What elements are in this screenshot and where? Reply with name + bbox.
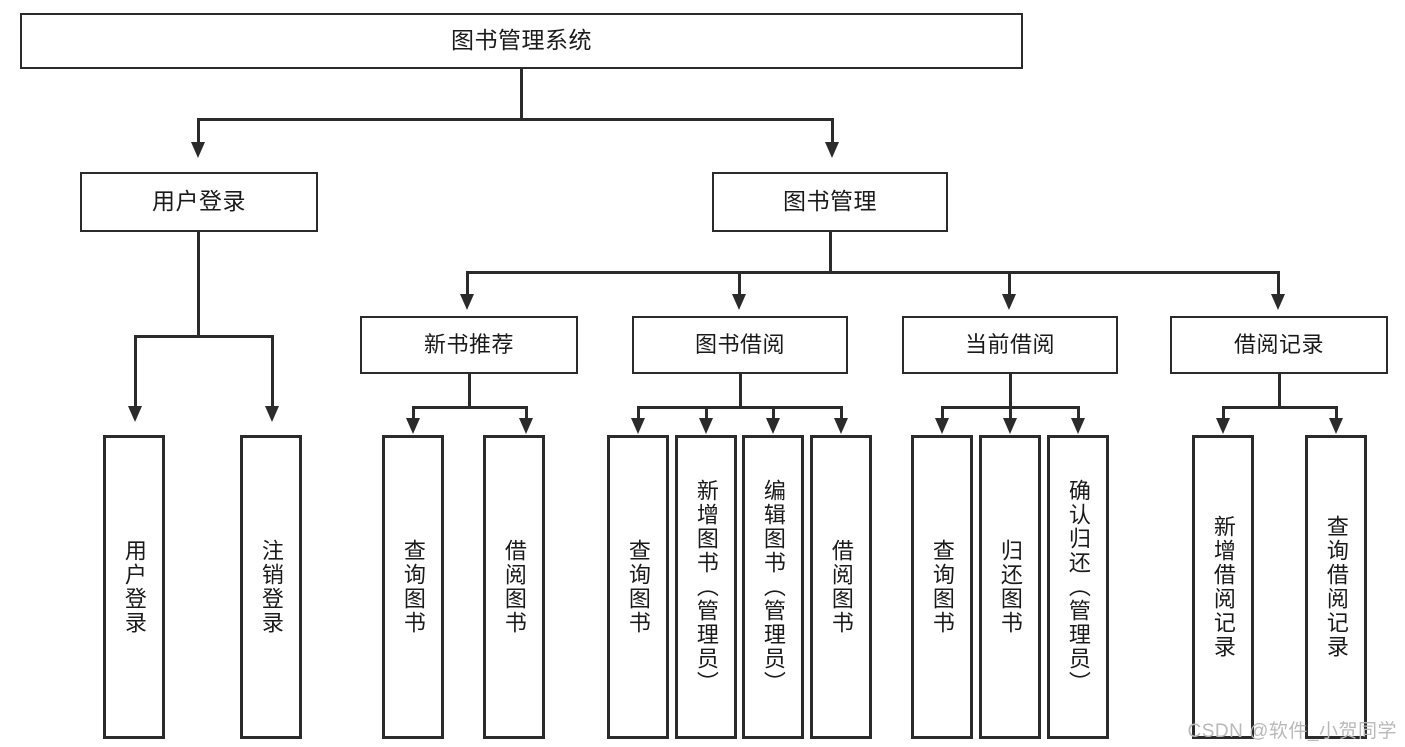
node-leaf-user-login[interactable]: 用户登录 xyxy=(103,435,165,739)
node-label: 归还图书 xyxy=(997,539,1023,635)
node-label: 注销登录 xyxy=(258,539,284,635)
arrowhead-leaf-confirm-return xyxy=(1071,418,1085,434)
node-label: 用户登录 xyxy=(152,188,246,215)
arrowhead-leaf-query-book-3 xyxy=(935,418,949,434)
connector-book-management-bus xyxy=(466,271,1279,274)
connector-user-login-bus xyxy=(134,335,273,338)
node-label: 当前借阅 xyxy=(964,331,1055,357)
node-new-book-recommend[interactable]: 新书推荐 xyxy=(360,316,578,374)
node-leaf-edit-book[interactable]: 编辑图书（管理员） xyxy=(742,435,804,739)
node-label: 新增图书（管理员） xyxy=(693,479,719,695)
connector-cb-leg-1 xyxy=(941,406,944,418)
arrowhead-leaf-edit-book xyxy=(766,418,780,434)
arrowhead-to-borrow-record xyxy=(1271,294,1285,310)
node-leaf-return-book[interactable]: 归还图书 xyxy=(979,435,1041,739)
node-label: 图书管理 xyxy=(783,188,877,215)
connector-user-login-leg-1 xyxy=(134,335,137,406)
arrowhead-to-book-management xyxy=(825,142,839,158)
arrowhead-leaf-query-book-1 xyxy=(406,418,420,434)
node-label: 查询借阅记录 xyxy=(1323,515,1349,659)
connector-br-bus xyxy=(1222,406,1338,409)
node-leaf-borrow-book-2[interactable]: 借阅图书 xyxy=(810,435,872,739)
node-leaf-query-book-1[interactable]: 查询图书 xyxy=(382,435,444,739)
arrowhead-to-book-borrow xyxy=(732,294,746,310)
connector-bm-leg-1 xyxy=(466,271,469,294)
node-label: 新书推荐 xyxy=(423,331,514,357)
connector-cb-stem xyxy=(1009,374,1012,406)
node-book-management[interactable]: 图书管理 xyxy=(712,172,948,232)
connector-bb-leg-2 xyxy=(705,406,708,418)
node-label: 图书管理系统 xyxy=(451,27,592,54)
connector-nbr-leg-1 xyxy=(412,406,415,418)
node-user-login[interactable]: 用户登录 xyxy=(80,172,318,232)
node-leaf-query-book-2[interactable]: 查询图书 xyxy=(607,435,669,739)
arrowhead-leaf-borrow-book-1 xyxy=(519,418,533,434)
node-label: 图书借阅 xyxy=(694,331,785,357)
connector-bm-leg-3 xyxy=(1008,271,1011,294)
node-leaf-query-book-3[interactable]: 查询图书 xyxy=(911,435,973,739)
arrowhead-leaf-add-book xyxy=(699,418,713,434)
arrowhead-to-new-book-recommend xyxy=(460,294,474,310)
connector-nbr-stem xyxy=(468,374,471,406)
arrowhead-leaf-query-record xyxy=(1329,418,1343,434)
node-leaf-add-book[interactable]: 新增图书（管理员） xyxy=(675,435,737,739)
connector-bb-leg-3 xyxy=(772,406,775,418)
connector-cb-leg-3 xyxy=(1077,406,1080,418)
connector-nbr-leg-2 xyxy=(525,406,528,418)
connector-user-login-stem xyxy=(197,232,200,335)
arrowhead-leaf-return-book xyxy=(1003,418,1017,434)
node-leaf-logout-login[interactable]: 注销登录 xyxy=(240,435,302,739)
connector-br-stem xyxy=(1278,374,1281,406)
node-leaf-add-record[interactable]: 新增借阅记录 xyxy=(1192,435,1254,739)
connector-user-login-leg-2 xyxy=(271,335,274,406)
node-leaf-query-record[interactable]: 查询借阅记录 xyxy=(1305,435,1367,739)
connector-bm-leg-4 xyxy=(1277,271,1280,294)
node-root-book-management-system[interactable]: 图书管理系统 xyxy=(20,13,1023,69)
node-label: 确认归还（管理员） xyxy=(1065,479,1091,695)
node-label: 用户登录 xyxy=(121,539,147,635)
node-borrow-record[interactable]: 借阅记录 xyxy=(1170,316,1388,374)
node-label: 借阅记录 xyxy=(1233,331,1324,357)
node-label: 编辑图书（管理员） xyxy=(760,479,786,695)
node-label: 查询图书 xyxy=(625,539,651,635)
connector-root-leg-right xyxy=(831,118,834,142)
connector-bb-leg-1 xyxy=(637,406,640,418)
arrowhead-leaf-logout-login xyxy=(265,406,279,422)
node-label: 借阅图书 xyxy=(828,539,854,635)
arrowhead-to-current-borrow xyxy=(1002,294,1016,310)
connector-root-leg-left xyxy=(197,118,200,142)
connector-cb-leg-2 xyxy=(1009,406,1012,418)
connector-br-leg-1 xyxy=(1222,406,1225,418)
arrowhead-to-user-login xyxy=(191,142,205,158)
connector-bm-leg-2 xyxy=(738,271,741,294)
node-label: 查询图书 xyxy=(400,539,426,635)
connector-root-bus xyxy=(197,118,833,121)
node-label: 查询图书 xyxy=(929,539,955,635)
node-current-borrow[interactable]: 当前借阅 xyxy=(902,316,1118,374)
csdn-watermark: CSDN @软件_小贺同学 xyxy=(1187,721,1397,742)
connector-bb-leg-4 xyxy=(840,406,843,418)
connector-nbr-bus xyxy=(412,406,528,409)
connector-bb-stem xyxy=(739,374,742,406)
node-label: 借阅图书 xyxy=(501,539,527,635)
arrowhead-leaf-user-login xyxy=(128,406,142,422)
connector-br-leg-2 xyxy=(1335,406,1338,418)
arrowhead-leaf-add-record xyxy=(1216,418,1230,434)
node-leaf-confirm-return[interactable]: 确认归还（管理员） xyxy=(1047,435,1109,739)
connector-bb-bus xyxy=(637,406,843,409)
arrowhead-leaf-query-book-2 xyxy=(631,418,645,434)
connector-book-management-stem xyxy=(829,232,832,271)
connector-root-stem xyxy=(520,69,523,118)
node-book-borrow[interactable]: 图书借阅 xyxy=(632,316,848,374)
node-leaf-borrow-book-1[interactable]: 借阅图书 xyxy=(483,435,545,739)
arrowhead-leaf-borrow-book-2 xyxy=(834,418,848,434)
node-label: 新增借阅记录 xyxy=(1210,515,1236,659)
